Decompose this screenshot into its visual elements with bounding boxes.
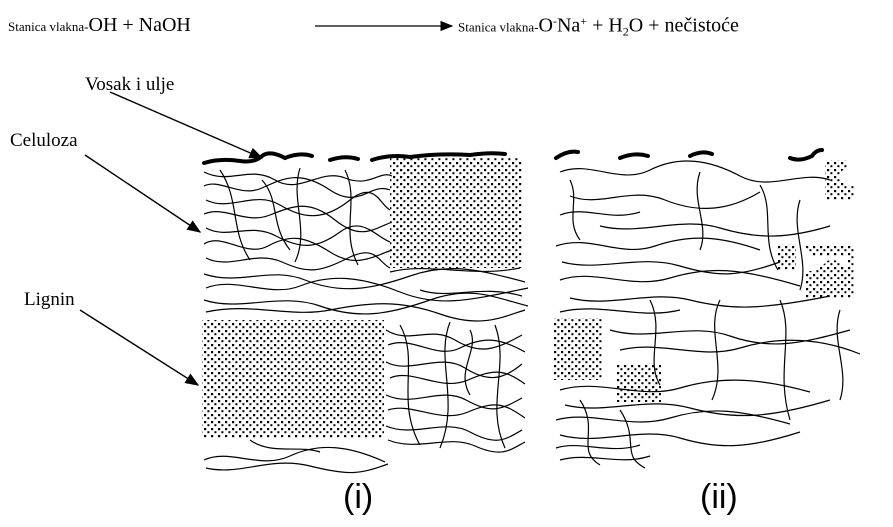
label-lignin: Lignin (24, 289, 75, 310)
panel-i-diagram (202, 151, 529, 474)
cellulose-fibers-i-middle (203, 267, 529, 322)
cellulose-fibers-i-lower (385, 321, 526, 453)
lignin-remnant-4 (805, 246, 855, 298)
lignin-remnant-3 (825, 160, 855, 200)
o-charge: - (552, 14, 557, 28)
lignin-remnant-1 (554, 318, 602, 380)
lignin-remnant-2 (617, 364, 661, 402)
product-equation: Stanica vlakna-O-Na+ + H2O + nečistoće (458, 14, 739, 40)
lignin-block-upper (390, 158, 522, 268)
reaction-equation: Stanica vlakna-OH + NaOH (8, 14, 191, 37)
product-prefix: Stanica vlakna- (458, 19, 539, 35)
product-rest: O + nečistoće (628, 14, 739, 37)
cellulose-fibers-i-bottom (203, 439, 389, 474)
reactant-prefix: Stanica vlakna- (8, 19, 89, 34)
cellulose-fibers-i-upper (203, 167, 393, 271)
panel-ii-diagram (554, 148, 861, 469)
cellulose-pointer-arrow (84, 154, 202, 233)
product-o: O (538, 14, 553, 37)
product-na: Na (556, 14, 581, 37)
lignin-pointer-arrow (79, 309, 200, 386)
lignin-block-lower (202, 320, 384, 438)
label-wax-oil: Vosak i ulje (85, 74, 175, 95)
wax-layer-ii (554, 148, 824, 162)
h2o-subscript: 2 (622, 24, 629, 39)
wax-pointer-arrow (109, 91, 264, 159)
wax-layer-i (202, 151, 507, 165)
cellulose-fibers-ii (555, 160, 861, 469)
lignin-remnant-5 (778, 244, 796, 270)
na-charge: + (580, 14, 588, 28)
label-cellulose: Celuloza (10, 130, 78, 151)
panel-label-ii: (ii) (700, 478, 738, 516)
product-plus-h: + H (587, 14, 623, 37)
panel-label-i: (i) (343, 478, 374, 516)
reactant-formula: OH + NaOH (88, 14, 191, 36)
